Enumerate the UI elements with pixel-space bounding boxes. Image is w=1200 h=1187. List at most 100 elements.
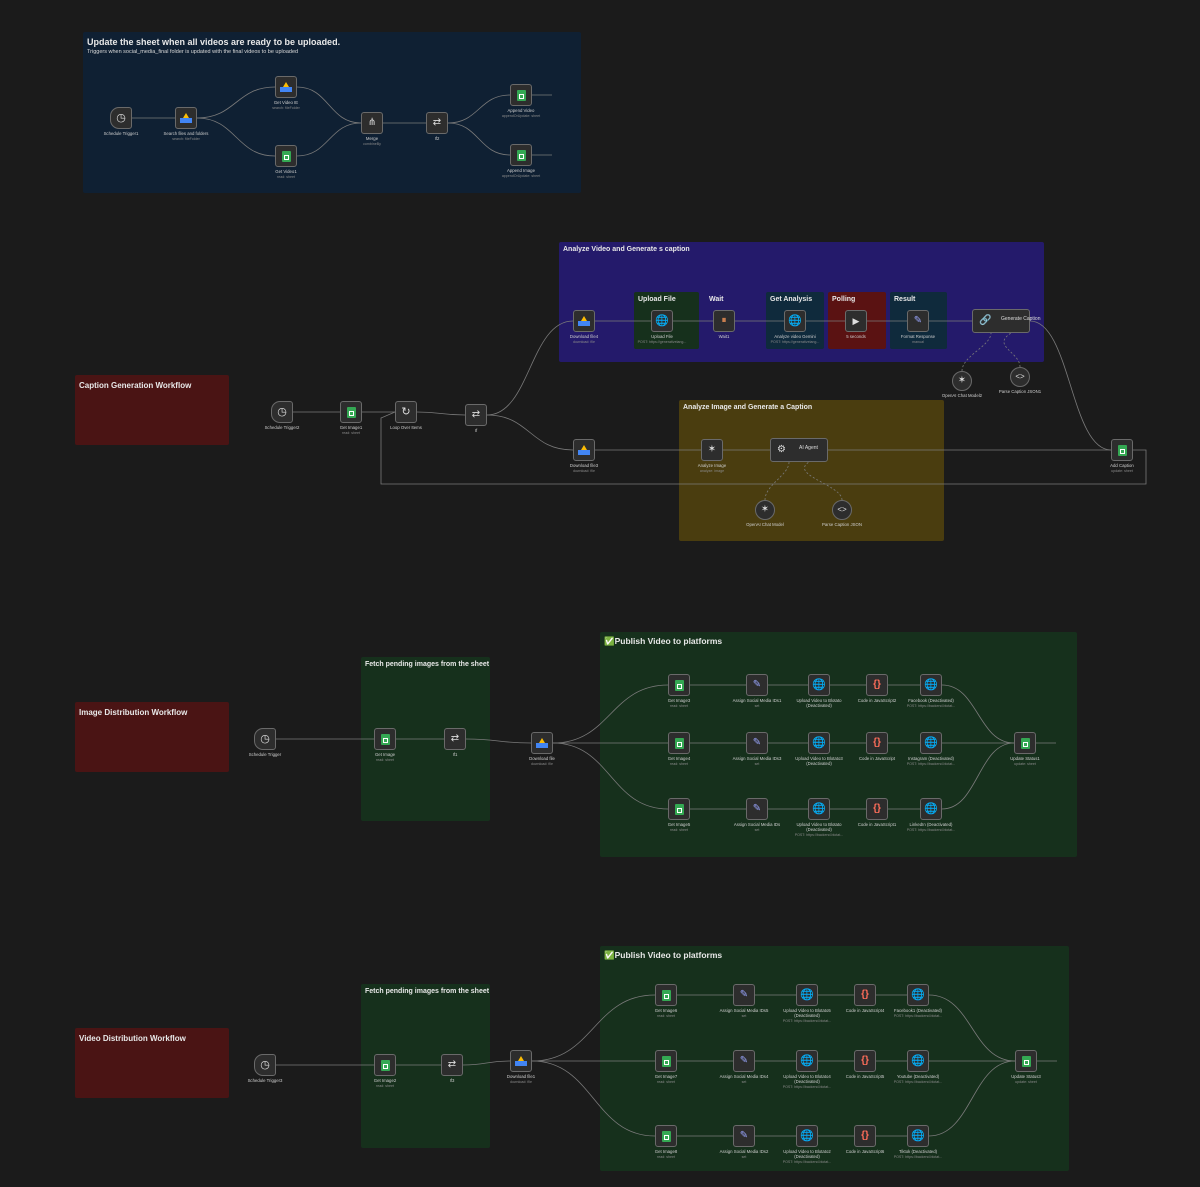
node-v14[interactable]: 🌐: [907, 1050, 929, 1072]
node-v15[interactable]: [655, 1125, 677, 1147]
node-c7[interactable]: ⏸: [713, 310, 735, 332]
node-c18[interactable]: <>: [832, 500, 852, 520]
node-v13[interactable]: {}: [854, 1050, 876, 1072]
node-i19[interactable]: 🌐: [920, 798, 942, 820]
node-i14[interactable]: 🌐: [920, 732, 942, 754]
node-n7[interactable]: [510, 84, 532, 106]
connection-wire[interactable]: [447, 94, 511, 124]
note-caption-gen[interactable]: Caption Generation Workflow: [75, 375, 229, 445]
node-i20[interactable]: [1014, 732, 1036, 754]
connection-wire[interactable]: [196, 117, 276, 157]
node-c19[interactable]: [1111, 439, 1133, 461]
node-n5[interactable]: ⋔: [361, 112, 383, 134]
node-i1[interactable]: ◷: [254, 728, 276, 750]
node-c10[interactable]: ✎: [907, 310, 929, 332]
connection-wire[interactable]: [941, 742, 1015, 810]
connection-wire[interactable]: [531, 994, 656, 1062]
node-n6[interactable]: ⇄: [426, 112, 448, 134]
connection-wire[interactable]: [296, 86, 362, 124]
node-v12[interactable]: 🌐: [796, 1050, 818, 1072]
node-v7[interactable]: 🌐: [796, 984, 818, 1006]
connection-wire[interactable]: [928, 994, 1016, 1062]
note-analyze-image[interactable]: Analyze Image and Generate a Caption: [679, 400, 944, 541]
connection-wire[interactable]: [531, 1060, 656, 1137]
connection-wire[interactable]: [462, 1060, 511, 1066]
node-c14[interactable]: [573, 439, 595, 461]
connection-wire[interactable]: [380, 411, 1147, 485]
node-v10[interactable]: [655, 1050, 677, 1072]
connection-wire[interactable]: [804, 461, 843, 501]
node-i13[interactable]: {}: [866, 732, 888, 754]
node-v19[interactable]: 🌐: [907, 1125, 929, 1147]
connection-wire[interactable]: [961, 332, 992, 372]
note-publish-2[interactable]: ✅Publish Video to platforms: [600, 946, 1069, 1171]
connection-wire[interactable]: [486, 414, 574, 451]
node-i16[interactable]: ✎: [746, 798, 768, 820]
node-i17[interactable]: 🌐: [808, 798, 830, 820]
node-c12[interactable]: ✶: [952, 371, 972, 391]
note-image-dist[interactable]: Image Distribution Workflow: [75, 702, 229, 772]
node-i12[interactable]: 🌐: [808, 732, 830, 754]
node-c2[interactable]: [340, 401, 362, 423]
connection-wire[interactable]: [764, 461, 790, 501]
node-c6[interactable]: 🌐: [651, 310, 673, 332]
node-i2[interactable]: [374, 728, 396, 750]
connection-wire[interactable]: [486, 320, 574, 416]
node-c15[interactable]: ✶: [701, 439, 723, 461]
node-i10[interactable]: [668, 732, 690, 754]
node-i3[interactable]: ⇄: [444, 728, 466, 750]
node-v5[interactable]: [655, 984, 677, 1006]
node-i7[interactable]: 🌐: [808, 674, 830, 696]
node-c17[interactable]: ✶: [755, 500, 775, 520]
connection-wire[interactable]: [465, 738, 532, 744]
connection-wire[interactable]: [296, 122, 362, 157]
node-i8[interactable]: {}: [866, 674, 888, 696]
node-c8[interactable]: 🌐: [784, 310, 806, 332]
node-n4[interactable]: [275, 145, 297, 167]
node-i9[interactable]: 🌐: [920, 674, 942, 696]
node-i15[interactable]: [668, 798, 690, 820]
node-c3[interactable]: ↻: [395, 401, 417, 423]
note-video-dist[interactable]: Video Distribution Workflow: [75, 1028, 229, 1098]
node-n1[interactable]: ◷: [110, 107, 132, 129]
connection-wire[interactable]: [552, 742, 669, 810]
connection-wire[interactable]: [416, 411, 466, 416]
connection-wire[interactable]: [928, 1060, 1016, 1137]
node-v18[interactable]: {}: [854, 1125, 876, 1147]
node-c4[interactable]: ⇄: [465, 404, 487, 426]
node-v1[interactable]: ◷: [254, 1054, 276, 1076]
node-i4[interactable]: [531, 732, 553, 754]
node-n8[interactable]: [510, 144, 532, 166]
node-v4[interactable]: [510, 1050, 532, 1072]
node-v2[interactable]: [374, 1054, 396, 1076]
node-v9[interactable]: 🌐: [907, 984, 929, 1006]
connection-wire[interactable]: [1029, 320, 1112, 451]
node-n2[interactable]: [175, 107, 197, 129]
note-update-sheet[interactable]: Update the sheet when all videos are rea…: [83, 32, 581, 193]
node-v11[interactable]: ✎: [733, 1050, 755, 1072]
node-c1[interactable]: ◷: [271, 401, 293, 423]
node-i11[interactable]: ✎: [746, 732, 768, 754]
node-i6[interactable]: ✎: [746, 674, 768, 696]
connection-wire[interactable]: [1003, 332, 1021, 368]
connection-wire[interactable]: [447, 122, 511, 156]
note-fetch-pending-2[interactable]: Fetch pending images from the sheet: [361, 984, 490, 1148]
node-i18[interactable]: {}: [866, 798, 888, 820]
node-v6[interactable]: ✎: [733, 984, 755, 1006]
connection-wire[interactable]: [941, 684, 1015, 744]
node-c9[interactable]: ▶: [845, 310, 867, 332]
node-c11[interactable]: 🔗Generate Caption: [972, 309, 1040, 333]
node-v17[interactable]: 🌐: [796, 1125, 818, 1147]
connection-wire[interactable]: [196, 86, 276, 119]
node-v20[interactable]: [1015, 1050, 1037, 1072]
node-n3[interactable]: [275, 76, 297, 98]
node-v8[interactable]: {}: [854, 984, 876, 1006]
node-i5[interactable]: [668, 674, 690, 696]
node-c16[interactable]: ⚙AI Agent: [770, 438, 828, 462]
connection-wire[interactable]: [552, 684, 669, 744]
node-v16[interactable]: ✎: [733, 1125, 755, 1147]
node-c5[interactable]: [573, 310, 595, 332]
node-c13[interactable]: <>: [1010, 367, 1030, 387]
node-v3[interactable]: ⇄: [441, 1054, 463, 1076]
